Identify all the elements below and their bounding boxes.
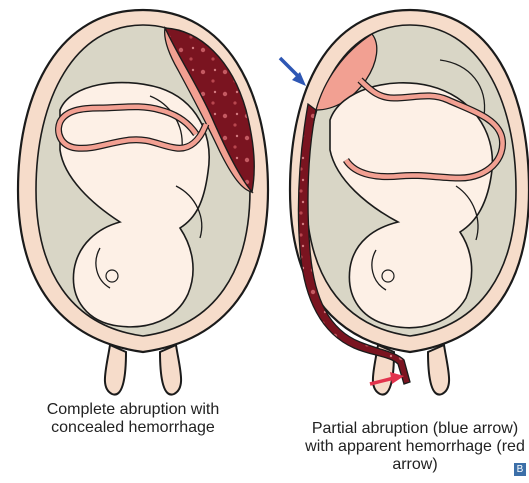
- left-caption-line-2: concealed hemorrhage: [18, 419, 248, 437]
- left-caption-line-1: Complete abruption with: [18, 401, 248, 419]
- right-caption-line-2: with apparent hemorrhage (red: [290, 438, 529, 456]
- abruption-illustration: [0, 0, 529, 400]
- left-caption: Complete abruption with concealed hemorr…: [18, 401, 248, 437]
- uterus-left-illustration: [18, 10, 268, 395]
- right-caption-line-3: arrow): [290, 456, 529, 474]
- uterus-right-illustration: [290, 10, 529, 395]
- figure-badge: B: [514, 463, 526, 476]
- right-caption-line-1: Partial abruption (blue arrow): [290, 420, 529, 438]
- right-caption: Partial abruption (blue arrow) with appa…: [290, 420, 529, 474]
- blue-arrow-icon: [280, 58, 306, 86]
